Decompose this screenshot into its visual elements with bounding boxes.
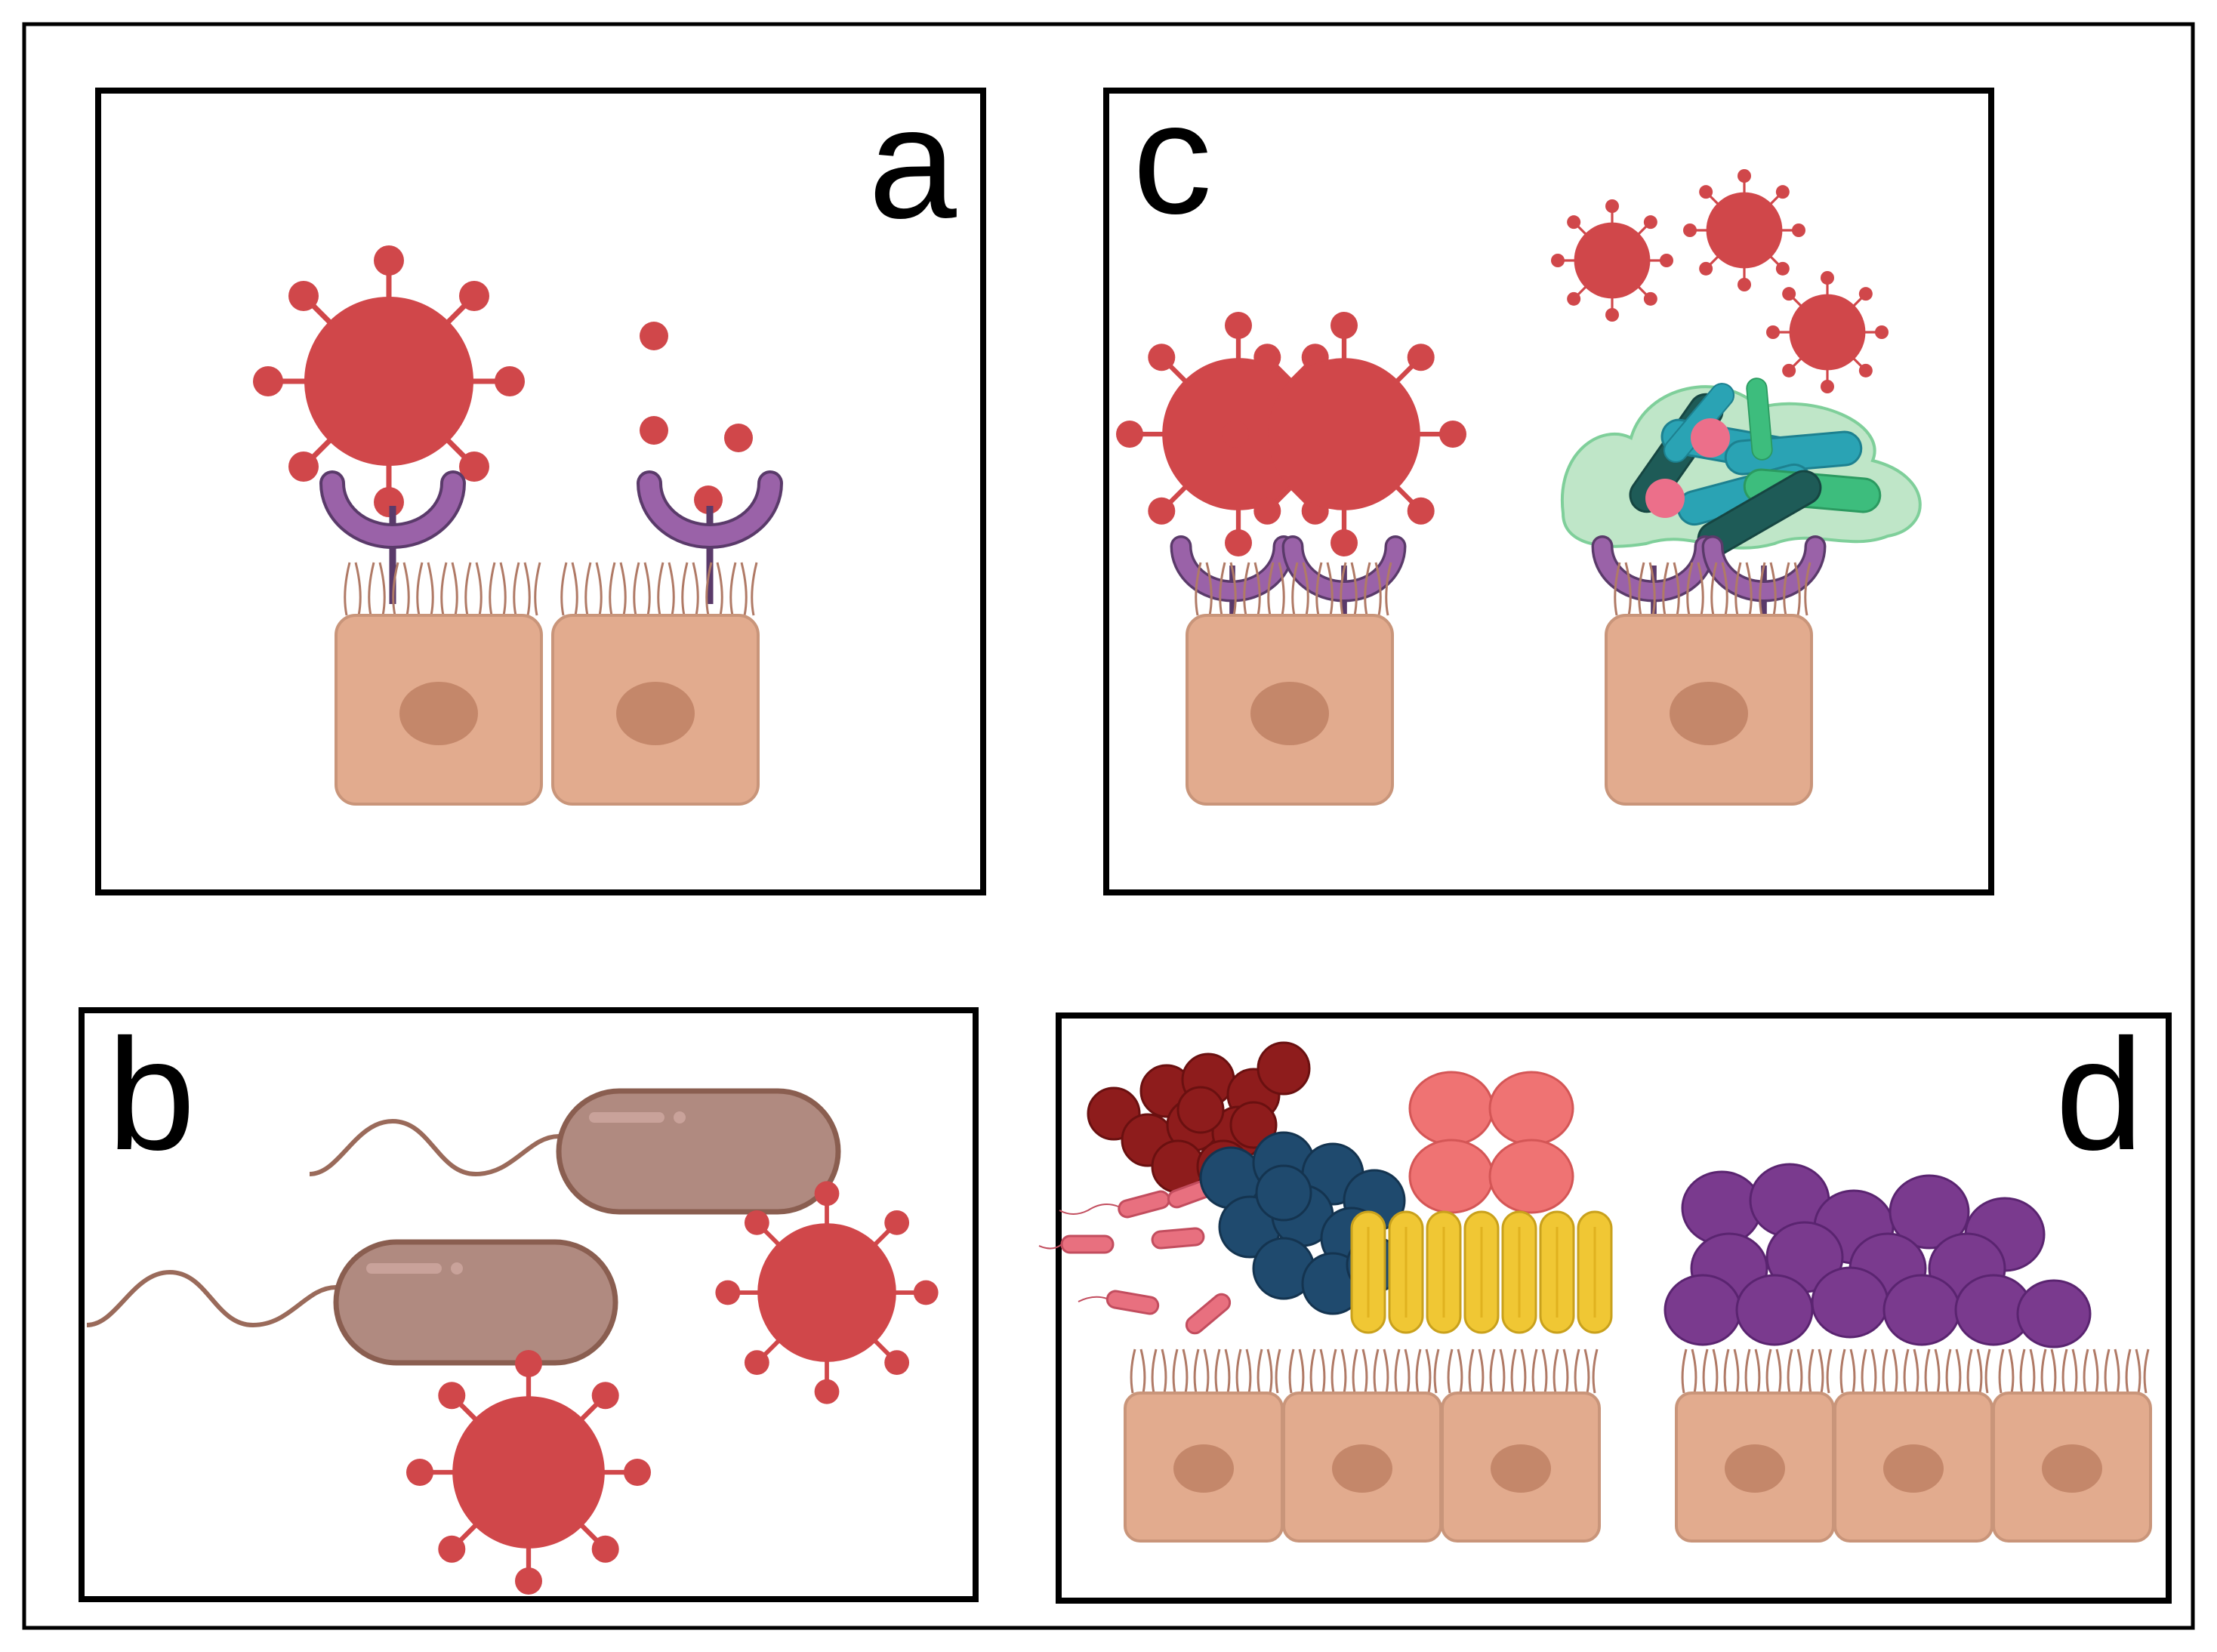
outer-frame xyxy=(22,22,2195,1630)
panel-d-label: d xyxy=(2055,1006,2144,1183)
coccus-cluster-icon xyxy=(1664,1163,2092,1348)
panel-b-label: b xyxy=(107,1006,196,1183)
panel-c: c xyxy=(1103,69,1994,895)
virus-icon xyxy=(253,245,525,517)
virus-icon xyxy=(406,1350,651,1595)
coccus-cluster-icon xyxy=(1087,1041,1311,1194)
virus-icon xyxy=(1222,312,1466,556)
biofilm-icon xyxy=(1560,377,1922,563)
free-virus-particles xyxy=(640,322,753,514)
panel-c-label: c xyxy=(1133,69,1212,247)
rod-bacteria-icon xyxy=(1038,1175,1235,1338)
panel-d: d xyxy=(1038,1006,2172,1604)
panel-b: b xyxy=(79,1006,979,1602)
coccus-cluster-icon xyxy=(1199,1131,1406,1315)
virus-icon xyxy=(1549,198,1675,323)
virus-icon xyxy=(1682,168,1807,293)
virus-icon xyxy=(715,1181,938,1404)
virus-icon xyxy=(1765,270,1890,395)
panel-a: a xyxy=(95,74,986,895)
panel-a-label: a xyxy=(868,74,957,251)
coccus-cluster-icon xyxy=(1408,1071,1574,1214)
rod-bacteria-icon xyxy=(1350,1210,1613,1334)
